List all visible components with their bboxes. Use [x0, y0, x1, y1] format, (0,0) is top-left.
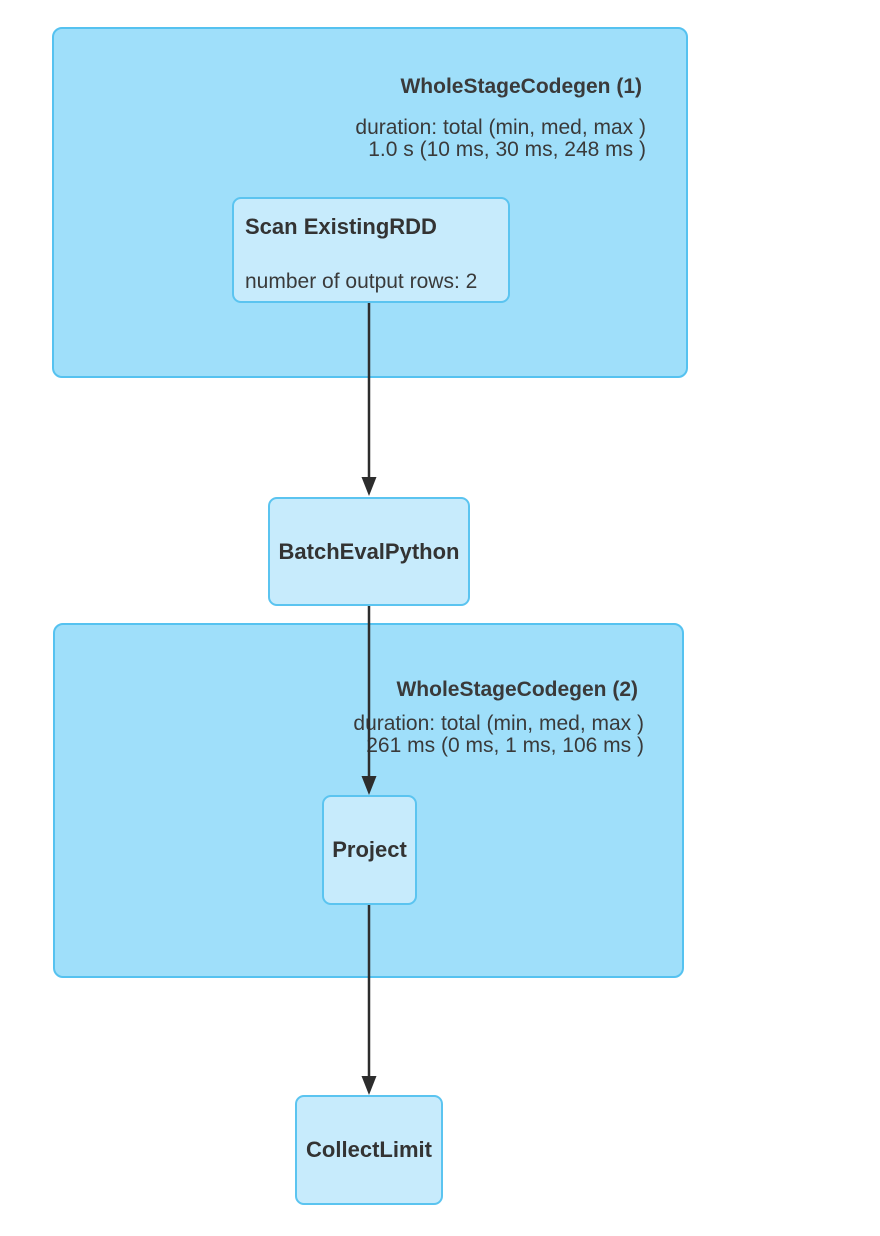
duration-value: 261 ms (0 ms, 1 ms, 106 ms ) [366, 734, 644, 757]
node-label: Scan ExistingRDD [245, 214, 437, 239]
duration-label: duration: total (min, med, max ) [353, 712, 644, 735]
cluster-duration: duration: total (min, med, max ) 1.0 s (… [355, 117, 646, 161]
node-label: Project [332, 837, 407, 862]
node-scan-existingrdd[interactable]: Scan ExistingRDD number of output rows: … [232, 197, 510, 303]
node-label: CollectLimit [306, 1137, 432, 1162]
duration-value: 1.0 s (10 ms, 30 ms, 248 ms ) [368, 138, 646, 161]
cluster-title: WholeStageCodegen (1) [400, 75, 642, 98]
node-label: BatchEvalPython [278, 538, 460, 564]
cluster-duration: duration: total (min, med, max ) 261 ms … [353, 713, 644, 757]
cluster-title: WholeStageCodegen (2) [396, 678, 638, 701]
node-batchevalpython[interactable]: BatchEvalPython [268, 497, 470, 606]
node-metric-output-rows: number of output rows: 2 [245, 270, 478, 293]
node-collectlimit[interactable]: CollectLimit [295, 1095, 443, 1205]
duration-label: duration: total (min, med, max ) [355, 116, 646, 139]
node-project[interactable]: Project [322, 795, 417, 905]
